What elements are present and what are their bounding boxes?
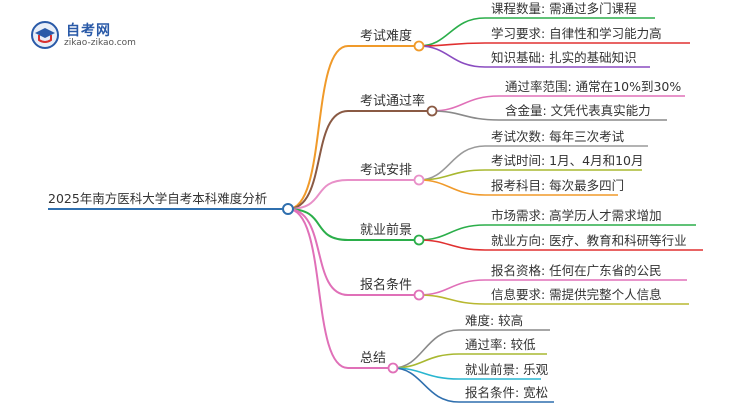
leaf-label: 难度: 较高 bbox=[465, 313, 523, 328]
branch-label: 考试安排 bbox=[360, 163, 412, 178]
leaf-label: 市场需求: 高学历人才需求增加 bbox=[491, 208, 662, 223]
leaf-label: 报考科目: 每次最多四门 bbox=[491, 178, 624, 193]
leaf-connector bbox=[418, 239, 703, 251]
leaf-connector bbox=[392, 329, 550, 369]
branch-label: 就业前景 bbox=[360, 222, 412, 238]
leaf-label: 通过率范围: 通常在10%到30% bbox=[505, 79, 681, 94]
logo-url: zikao-zikao.com bbox=[64, 38, 136, 48]
logo-title: 自考网 bbox=[66, 23, 111, 39]
leaf-label: 知识基础: 扎实的基础知识 bbox=[491, 50, 637, 65]
branch-label: 考试难度 bbox=[360, 28, 412, 44]
branch-node bbox=[413, 234, 425, 246]
leaf-label: 考试次数: 每年三次考试 bbox=[491, 129, 625, 144]
root-label: 2025年南方医科大学自考本科难度分析 bbox=[48, 191, 267, 206]
leaf-connector bbox=[418, 169, 642, 181]
branch-connector bbox=[287, 208, 393, 369]
branch-node bbox=[426, 105, 438, 117]
branch-connector bbox=[287, 110, 432, 210]
branch-connector bbox=[287, 208, 419, 296]
leaf-label: 报名资格: 任何在广东省的公民 bbox=[491, 263, 662, 278]
graduation-cap-icon bbox=[31, 21, 59, 49]
branch-label: 考试通过率 bbox=[360, 93, 425, 109]
leaf-connector bbox=[418, 279, 687, 296]
leaf-connector bbox=[418, 294, 689, 305]
branch-connector bbox=[287, 45, 419, 210]
leaf-connector bbox=[418, 179, 618, 196]
leaf-label: 就业前景: 乐观 bbox=[465, 362, 549, 377]
branch-connector bbox=[287, 179, 419, 210]
leaf-label: 信息要求: 需提供完整个人信息 bbox=[491, 287, 662, 302]
leaf-label: 报名条件: 宽松 bbox=[465, 385, 548, 400]
leaf-connector bbox=[431, 110, 667, 121]
leaf-connector bbox=[418, 145, 648, 181]
branch-node bbox=[413, 40, 425, 52]
branch-label: 报名条件 bbox=[360, 277, 412, 293]
branch-label: 总结 bbox=[360, 351, 386, 366]
leaf-label: 就业方向: 医疗、教育和科研等行业 bbox=[491, 233, 687, 248]
leaf-label: 通过率: 较低 bbox=[465, 337, 536, 352]
leaf-connector bbox=[392, 353, 547, 369]
branch-node bbox=[387, 362, 399, 374]
leaf-label: 考试时间: 1月、4月和10月 bbox=[491, 153, 644, 168]
leaf-connector bbox=[418, 42, 690, 47]
leaf-connector bbox=[392, 367, 554, 403]
branch-node bbox=[413, 289, 425, 301]
leaf-label: 含金量: 文凭代表真实能力 bbox=[505, 103, 651, 118]
branch-connector bbox=[287, 208, 419, 241]
branch-node bbox=[413, 174, 425, 186]
leaf-label: 课程数量: 需通过多门课程 bbox=[491, 1, 637, 16]
root-node bbox=[282, 203, 294, 215]
leaf-label: 学习要求: 自律性和学习能力高 bbox=[491, 26, 662, 41]
leaf-connector bbox=[418, 224, 696, 241]
site-logo: 自考网 zikao-zikao.com bbox=[30, 18, 140, 52]
leaf-connector bbox=[431, 95, 685, 112]
leaf-connector bbox=[418, 45, 650, 68]
leaf-connector bbox=[418, 17, 655, 47]
